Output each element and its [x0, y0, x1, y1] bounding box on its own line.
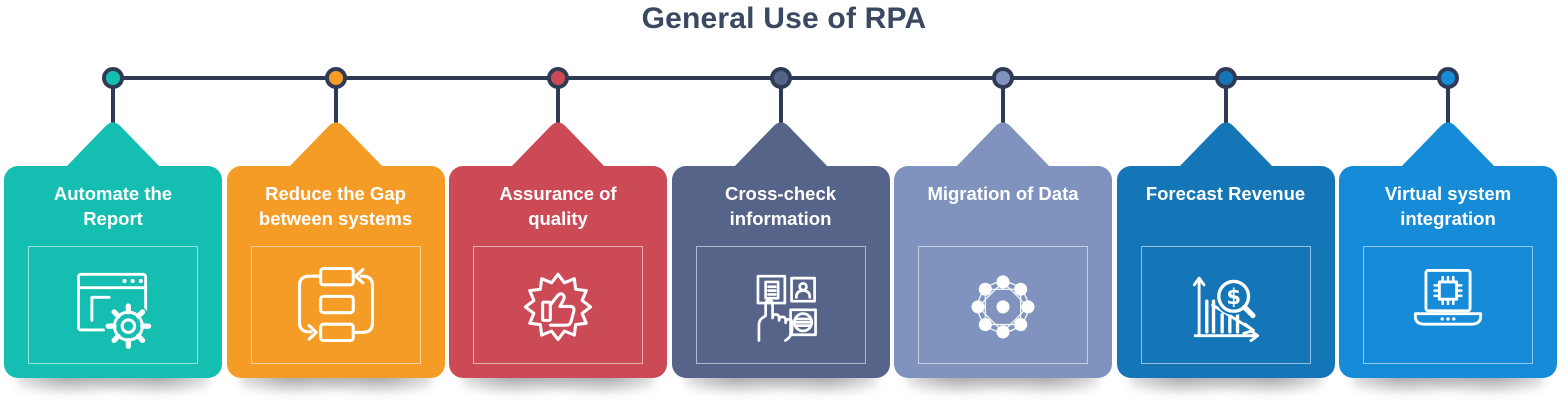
card-body: Forecast Revenue [1116, 166, 1335, 378]
timeline-dot [1214, 67, 1237, 89]
page-title: General Use of RPA [641, 2, 927, 35]
card-peak [1177, 122, 1274, 168]
card-automate-the-report: Automate the Report [1, 0, 225, 417]
icon-frame [695, 246, 866, 364]
cross-check-documents-hand-icon [756, 274, 817, 342]
card-body: Cross-check information [671, 166, 890, 378]
card-peak [732, 122, 829, 168]
timeline-dot [102, 67, 124, 89]
card-reduce-the-gap: Reduce the Gap between systems [224, 0, 448, 417]
icon-frame [918, 246, 1088, 364]
connector-stem [1001, 84, 1005, 130]
card-title: Virtual system integration [1384, 183, 1512, 229]
card-peak [65, 122, 161, 168]
card-cross-check-information: Cross-check information [669, 0, 893, 417]
icon-frame [250, 246, 421, 364]
icon-frame [28, 246, 198, 364]
connector-stem [778, 84, 783, 130]
card-forecast-revenue: Forecast Revenue [1114, 0, 1338, 417]
card-title: Cross-check information [724, 183, 837, 229]
connector-stem [1223, 84, 1228, 130]
card-peak [510, 122, 606, 168]
icon-frame: $ [1140, 246, 1311, 364]
timeline-dot [324, 67, 347, 89]
process-cycle-icon [297, 266, 374, 343]
card-body: Automate the Report [4, 166, 222, 378]
card-body: Virtual system integration [1339, 166, 1557, 378]
quality-badge-thumbs-up-icon [523, 272, 593, 342]
timeline-dot [992, 67, 1014, 89]
revenue-chart-magnifier-dollar-icon: $ [1192, 276, 1259, 342]
connector-stem [1446, 84, 1450, 130]
connector-stem [111, 84, 115, 130]
card-peak [287, 122, 384, 168]
svg-text:$: $ [1226, 284, 1241, 309]
card-body: Migration of Data [894, 166, 1112, 378]
card-virtual-system-integration: Virtual system integration [1336, 0, 1560, 417]
connector-stem [556, 84, 560, 130]
card-peak [955, 122, 1051, 168]
data-network-nodes-icon [971, 275, 1035, 339]
card-title: Automate the Report [53, 183, 173, 229]
card-title: Reduce the Gap between systems [258, 183, 413, 229]
card-body: Assurance of quality [449, 166, 667, 378]
card-title: Assurance of quality [499, 183, 617, 229]
connector-stem [333, 84, 338, 130]
browser-automation-gear-icon [77, 272, 153, 351]
laptop-cpu-chip-icon [1413, 269, 1483, 326]
card-assurance-of-quality: Assurance of quality [446, 0, 670, 417]
card-title: Migration of Data [927, 183, 1079, 204]
card-peak [1400, 122, 1496, 168]
icon-frame [1363, 246, 1533, 364]
timeline-dot [769, 67, 792, 89]
timeline-dot [547, 67, 569, 89]
card-body: Reduce the Gap between systems [226, 166, 445, 378]
card-migration-of-data: Migration of Data [891, 0, 1115, 417]
card-title: Forecast Revenue [1145, 183, 1306, 204]
icon-frame [473, 246, 643, 364]
timeline-dot [1437, 67, 1459, 89]
